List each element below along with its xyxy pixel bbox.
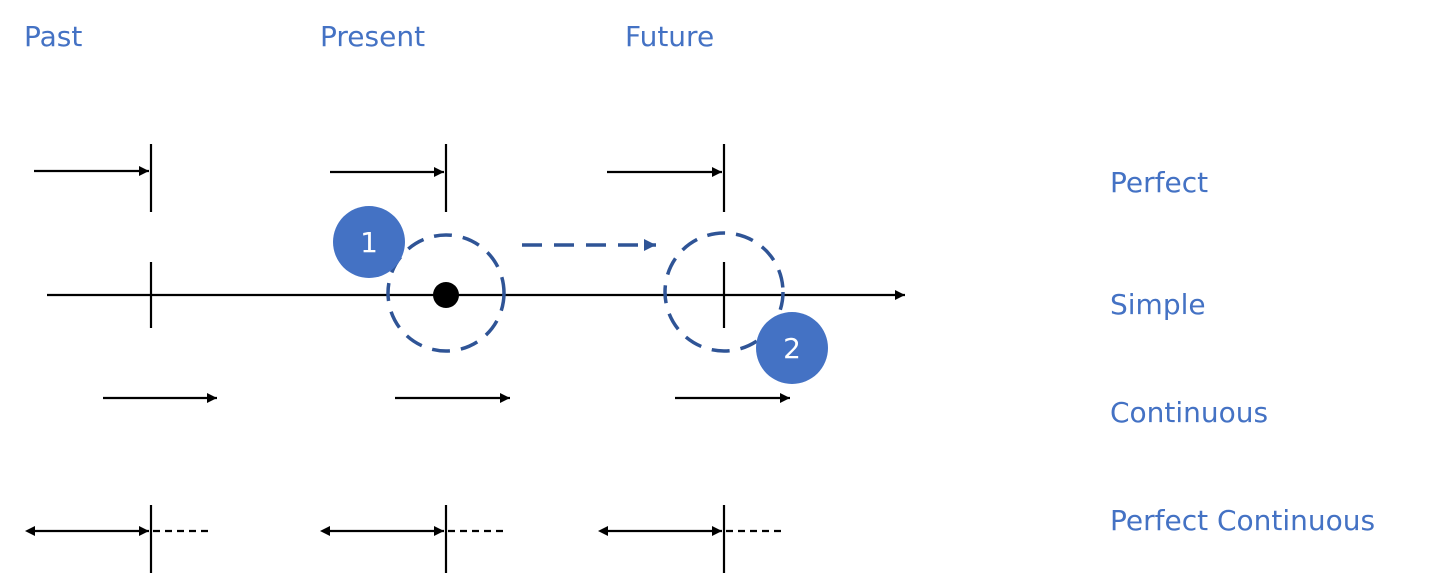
simple-row xyxy=(47,262,905,328)
marker-badge-2-label: 2 xyxy=(783,332,801,365)
row-label-continuous: Continuous xyxy=(1110,396,1268,429)
header-past: Past xyxy=(24,20,82,53)
perfect-continuous-row xyxy=(25,505,783,573)
row-label-perfect: Perfect xyxy=(1110,166,1208,199)
marker-badge-2: 2 xyxy=(756,312,828,384)
marker-badge-1: 1 xyxy=(333,206,405,278)
perfect-row xyxy=(34,144,726,212)
row-label-simple: Simple xyxy=(1110,288,1206,321)
header-future: Future xyxy=(625,20,714,53)
dashed-circle-present xyxy=(386,233,506,353)
dashed-circle-future xyxy=(663,231,785,353)
row-label-perfect-continuous: Perfect Continuous xyxy=(1110,504,1375,537)
present-point xyxy=(433,282,459,308)
marker-badge-1-label: 1 xyxy=(360,226,378,259)
header-present: Present xyxy=(320,20,425,53)
